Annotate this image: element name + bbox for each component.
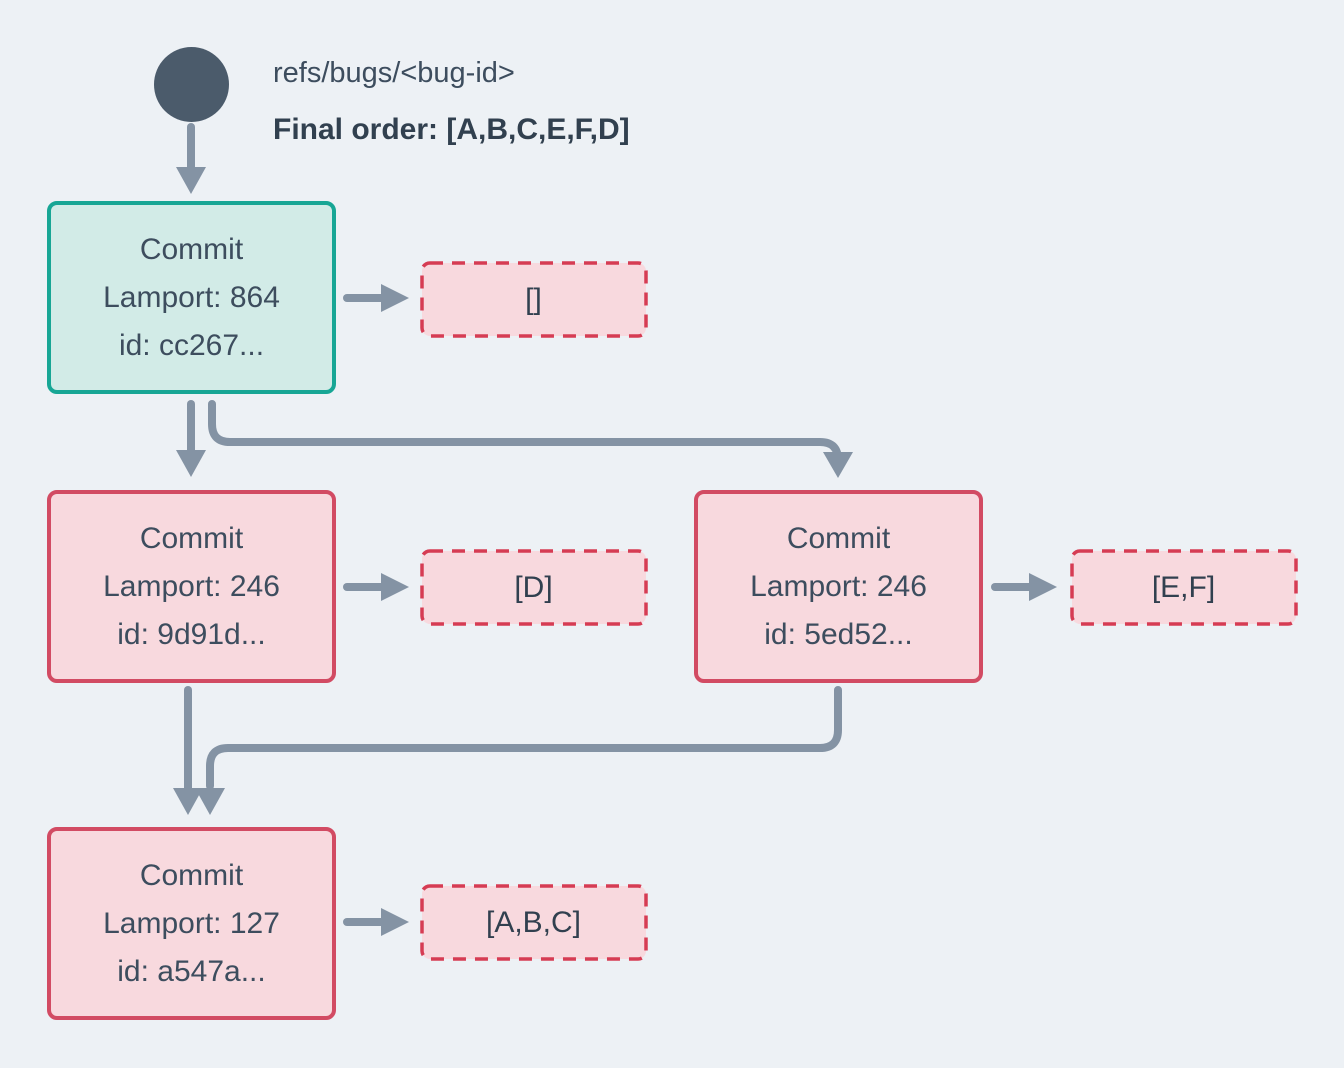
payload-label-empty: [] [525, 282, 542, 316]
payload-label-ef: [E,F] [1151, 570, 1216, 604]
commit-title: Commit [139, 232, 244, 266]
payload-label-abc: [A,B,C] [485, 905, 582, 939]
commit-lamport: Lamport: 246 [103, 569, 280, 603]
payload-box-d [420, 549, 648, 626]
commit-id: id: 9d91d... [117, 617, 266, 651]
commit-node-right: Commit Lamport: 246 id: 5ed52... [694, 490, 983, 683]
edge-ref-to-root [176, 123, 206, 194]
commit-node-root: Commit Lamport: 864 id: cc267... [47, 201, 336, 394]
commit-lamport: Lamport: 246 [750, 569, 927, 603]
commit-lamport: Lamport: 864 [103, 280, 280, 314]
commit-id: id: 5ed52... [764, 617, 913, 651]
commit-title: Commit [786, 521, 891, 555]
commit-title: Commit [139, 521, 244, 555]
edge-left-to-payload [343, 573, 409, 601]
edge-right-to-payload [991, 573, 1057, 601]
commit-node-merge: Commit Lamport: 127 id: a547a... [47, 827, 336, 1020]
commit-title: Commit [139, 858, 244, 892]
edge-root-to-left [176, 400, 206, 477]
commit-lamport: Lamport: 127 [103, 906, 280, 940]
edge-root-to-right [208, 400, 853, 478]
commit-node-left: Commit Lamport: 246 id: 9d91d... [47, 490, 336, 683]
final-order-label: Final order: [A,B,C,E,F,D] [273, 113, 630, 146]
payload-box-empty [420, 261, 648, 338]
edge-right-to-merge [195, 686, 842, 815]
branch-ref-node [154, 47, 229, 122]
commit-id: id: a547a... [117, 954, 266, 988]
payload-box-ef [1070, 549, 1298, 626]
payload-box-abc [420, 884, 648, 961]
edge-left-to-merge [173, 686, 203, 815]
payload-label-d: [D] [514, 570, 553, 604]
edge-merge-to-payload [343, 908, 409, 936]
edge-root-to-payload [343, 284, 409, 312]
branch-ref-label: refs/bugs/<bug-id> [273, 57, 515, 89]
commit-id: id: cc267... [118, 328, 265, 362]
